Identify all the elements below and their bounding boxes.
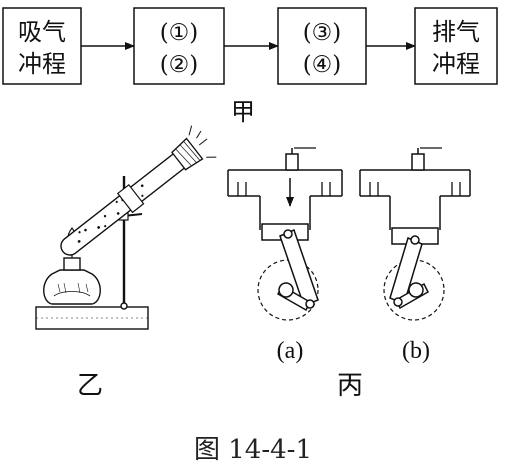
engine-b: (b)	[359, 147, 471, 364]
burst-lines	[188, 125, 217, 158]
spark-plug-a	[285, 147, 316, 171]
label-jia: 甲	[231, 98, 255, 126]
figure-caption: 图 14-4-1	[194, 435, 312, 465]
flow-box-blank-2: (②)	[160, 52, 199, 78]
flow-box-blank-4: (④)	[303, 52, 342, 78]
label-b: (b)	[402, 338, 430, 364]
flow-box-intake: 吸气 冲程	[2, 7, 82, 85]
flow-box-exhaust: 排气 冲程	[414, 7, 498, 85]
label-bing: 丙	[337, 371, 363, 401]
flow-box-blank-1-2: (①) (②)	[133, 7, 225, 85]
engine-a: (a)	[227, 147, 343, 364]
test-tube	[60, 125, 217, 256]
flow-box-exhaust-line1: 排气	[432, 18, 480, 46]
flow-box-exhaust-line2: 冲程	[432, 50, 480, 78]
flow-box-intake-line1: 吸气	[18, 18, 66, 46]
flow-box-blank-1: (①)	[160, 20, 199, 46]
flow-box-blank-3: (③)	[303, 20, 342, 46]
label-a: (a)	[277, 338, 304, 364]
flow-box-intake-line2: 冲程	[18, 50, 66, 78]
stopper	[171, 137, 204, 171]
label-yi: 乙	[77, 371, 103, 401]
stroke-flow-chart: 吸气 冲程 (①) (②) (③) (④) 排气 冲程 甲	[2, 7, 498, 126]
test-tube-apparatus: 乙	[35, 125, 217, 401]
spark-plug-b	[411, 147, 442, 171]
flow-box-blank-3-4: (③) (④)	[277, 7, 367, 85]
